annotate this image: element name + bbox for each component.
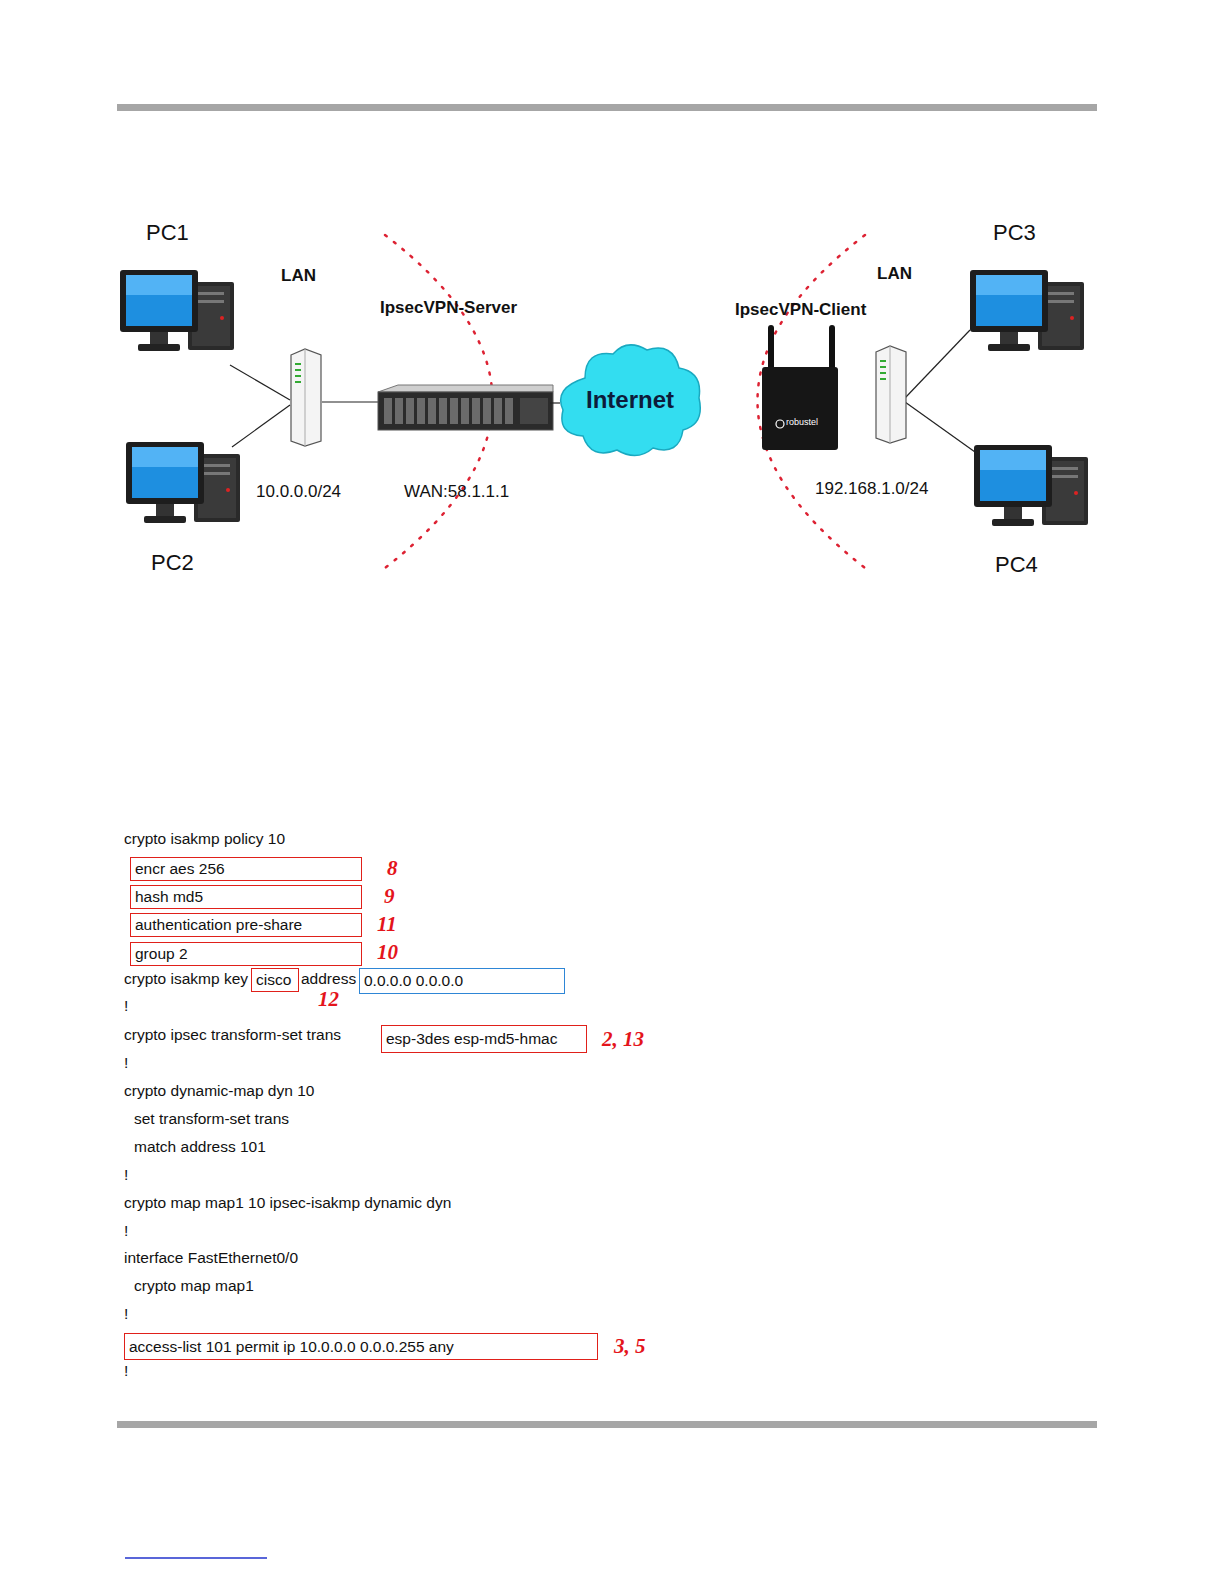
config-line: set transform-set trans [134, 1110, 289, 1129]
device-label: IpsecVPN-Server [380, 298, 517, 318]
config-line: crypto ipsec transform-set trans [124, 1026, 341, 1045]
highlight-box: group 2 [130, 942, 362, 966]
internet-cloud: Internet [555, 338, 705, 462]
config-line: ! [124, 1166, 128, 1185]
highlight-box: hash md5 [130, 885, 362, 909]
node-text: hash md5 [135, 888, 203, 907]
node-text: authentication pre-share [135, 916, 302, 935]
config-line: crypto dynamic-map dyn 10 [124, 1082, 314, 1101]
highlight-box: esp-3des esp-md5-hmac [381, 1025, 587, 1053]
callout-number: 12 [318, 987, 339, 1012]
node-text: Internet [586, 386, 674, 415]
config-line: ! [124, 1362, 128, 1381]
lan-label: LAN [877, 264, 912, 284]
callout-number: 8 [387, 856, 398, 881]
config-line: crypto map map1 [134, 1277, 254, 1296]
lan-label: LAN [281, 266, 316, 286]
pc-label: PC2 [151, 550, 194, 576]
callout-number: 2, 13 [602, 1027, 644, 1052]
node-text: encr aes 256 [135, 860, 225, 879]
config-line: crypto isakmp key [124, 970, 248, 989]
node-text: group 2 [135, 945, 188, 964]
callout-number: 11 [377, 912, 397, 937]
config-line: ! [124, 1222, 128, 1241]
config-line: crypto map map1 10 ipsec-isakmp dynamic … [124, 1194, 451, 1213]
node-text: cisco [256, 971, 291, 990]
callout-number: 10 [377, 940, 398, 965]
wan-label: WAN:58.1.1.1 [404, 482, 509, 502]
config-line: interface FastEthernet0/0 [124, 1249, 298, 1268]
highlight-box: 0.0.0.0 0.0.0.0 [359, 968, 565, 994]
highlight-box: cisco [251, 968, 299, 992]
config-line: match address 101 [134, 1138, 266, 1157]
logo-text: robustel [786, 417, 818, 428]
config-line: crypto isakmp policy 10 [124, 830, 285, 849]
config-line: ! [124, 997, 128, 1016]
config-line: ! [124, 1054, 128, 1073]
node-text: 0.0.0.0 0.0.0.0 [364, 972, 463, 991]
node-text: esp-3des esp-md5-hmac [386, 1030, 557, 1049]
device-label: IpsecVPN-Client [735, 300, 866, 320]
node-text: access-list 101 permit ip 10.0.0.0 0.0.0… [129, 1337, 454, 1356]
callout-number: 9 [384, 884, 395, 909]
pc-label: PC1 [146, 220, 189, 246]
config-line: ! [124, 1305, 128, 1324]
pc-label: PC4 [995, 552, 1038, 578]
pc-label: PC3 [993, 220, 1036, 246]
highlight-box: access-list 101 permit ip 10.0.0.0 0.0.0… [124, 1333, 598, 1360]
config-line: address [301, 970, 356, 989]
subnet-label: 10.0.0.0/24 [256, 482, 341, 502]
highlight-box: authentication pre-share [130, 913, 362, 937]
subnet-label: 192.168.1.0/24 [815, 479, 928, 499]
callout-number: 3, 5 [614, 1334, 646, 1359]
highlight-box: encr aes 256 [130, 857, 362, 881]
